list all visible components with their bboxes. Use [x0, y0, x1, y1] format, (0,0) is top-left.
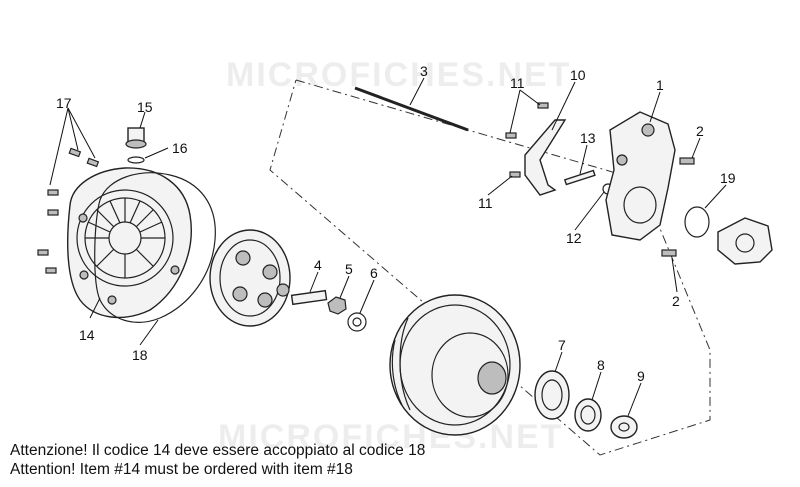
- housing-bolt-upper: [679, 157, 695, 165]
- clutch-basket: [389, 294, 521, 436]
- bleeder-o-ring: [684, 206, 710, 238]
- cover-ribs: [85, 198, 165, 278]
- callout-3: 3: [420, 63, 428, 79]
- callout-8: 8: [597, 357, 605, 373]
- callout-9: 9: [637, 368, 645, 384]
- callout-11-lower: 11: [478, 195, 493, 211]
- callout-11-upper: 11: [510, 75, 525, 91]
- cover-screws: [37, 147, 100, 274]
- bleeder-cover: [717, 217, 773, 265]
- callout-17: 17: [56, 95, 72, 111]
- notice-english: Attention! Item #14 must be ordered with…: [10, 461, 353, 478]
- callout-15: 15: [137, 99, 153, 115]
- callout-2-upper: 2: [696, 123, 704, 139]
- release-rod: [354, 86, 469, 132]
- notice-italian: Attenzione! Il codice 14 deve essere acc…: [10, 442, 426, 459]
- callout-2-lower: 2: [672, 293, 680, 309]
- leader-lines: [49, 77, 727, 417]
- watermark-bottom: MICROFICHES.NET: [218, 418, 564, 456]
- cover-gasket: [94, 172, 216, 323]
- bearing-stack: [534, 370, 638, 439]
- callout-4: 4: [314, 257, 322, 273]
- callout-labels: 17 15 16 14 18 3 11 10 11 13 12 1 2 19 2…: [56, 63, 736, 384]
- clutch-cover: [67, 167, 192, 319]
- callout-19: 19: [720, 170, 736, 186]
- pressure-plate: [209, 229, 291, 327]
- pin: [563, 169, 596, 186]
- callout-12: 12: [566, 230, 582, 246]
- filler-cap: [125, 127, 147, 164]
- slave-cylinder-housing: [605, 111, 676, 241]
- callout-6: 6: [370, 265, 378, 281]
- housing-bolt-lower: [661, 249, 677, 257]
- callout-16: 16: [172, 140, 188, 156]
- callout-1: 1: [656, 77, 664, 93]
- callout-10: 10: [570, 67, 586, 83]
- callout-7: 7: [558, 337, 566, 353]
- bracket: [505, 102, 567, 196]
- assembly-outline: [269, 79, 711, 456]
- callout-5: 5: [345, 261, 353, 277]
- callout-13: 13: [580, 130, 596, 146]
- watermark-top: MICROFICHES.NET: [226, 56, 572, 94]
- push-rod-assembly: [290, 289, 367, 332]
- callout-18: 18: [132, 347, 148, 363]
- callout-14: 14: [79, 327, 95, 343]
